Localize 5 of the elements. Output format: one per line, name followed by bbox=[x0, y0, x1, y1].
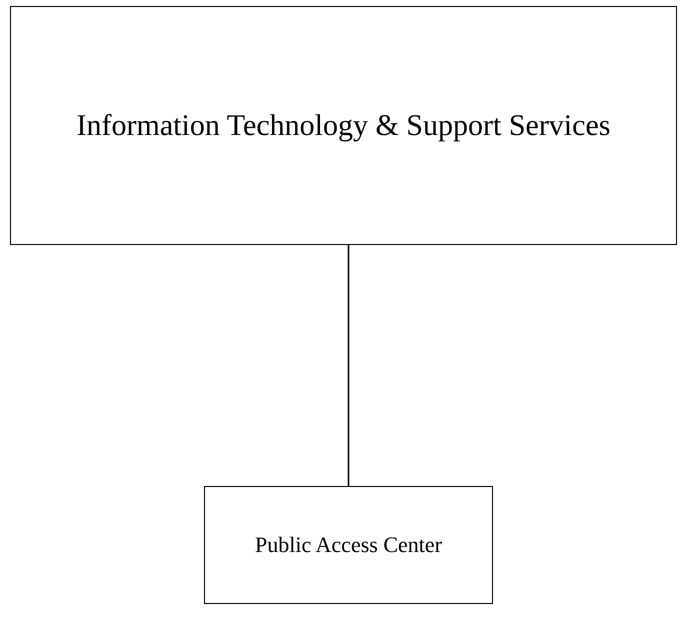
process-box bbox=[204, 486, 493, 604]
connector-line bbox=[348, 245, 350, 486]
box-label: Public Access Center bbox=[255, 532, 442, 558]
process-box bbox=[10, 6, 677, 245]
box-label: Information Technology & Support Services bbox=[76, 108, 610, 142]
